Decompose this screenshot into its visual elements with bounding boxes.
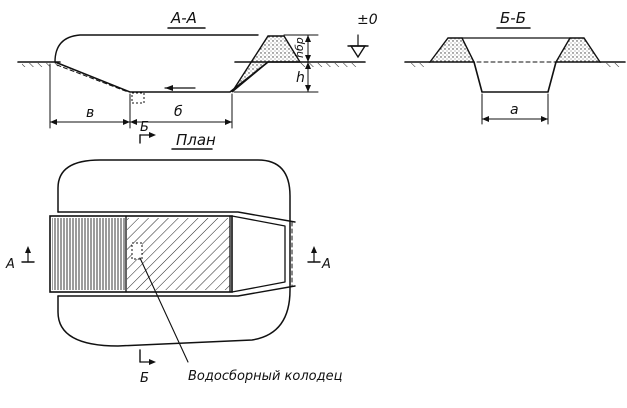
cut-a-right-arrowhead — [311, 246, 317, 253]
plan-title: План — [176, 131, 216, 149]
dim-vertical-arrows — [305, 35, 311, 92]
slope-dashed-line — [56, 64, 129, 93]
collection-well-plan — [131, 242, 143, 260]
bb-trench — [473, 61, 557, 93]
slope-zone-hatched — [52, 218, 126, 290]
cut-b-top-arrowhead — [149, 132, 156, 138]
collection-well-section — [131, 92, 145, 104]
section-aa: А-А в б hбр h — [17, 9, 378, 129]
embankment-contour — [54, 34, 259, 63]
dim-label-b: в — [86, 105, 94, 121]
ramp-outline — [231, 215, 286, 293]
callout-label: Водосборный колодец — [188, 369, 343, 384]
section-bb-title: Б-Б — [500, 9, 526, 27]
bb-dim-arrows — [482, 116, 548, 122]
callout-leader — [139, 257, 189, 363]
cut-a-right-label: А — [321, 257, 331, 272]
bb-right-embankment — [554, 37, 602, 63]
right-embankment — [231, 35, 302, 93]
trench-bottom-hatched — [127, 218, 230, 290]
section-aa-title: А-А — [170, 9, 197, 27]
cut-b-bottom-arrowhead — [149, 359, 156, 365]
dim-label-bb: б — [174, 104, 183, 120]
plan-outer-contour — [57, 159, 291, 347]
bb-left-embankment — [428, 37, 476, 63]
trench-body-outline — [49, 215, 233, 293]
cut-b-top-label: Б — [140, 120, 149, 135]
cut-a-left-arrowhead — [25, 246, 31, 253]
dim-label-h: h — [296, 70, 305, 86]
dim-label-hbp: hбр — [293, 37, 306, 58]
ground-hatch-right — [300, 63, 360, 67]
bb-ground-hatch-left — [408, 63, 428, 67]
level-mark-triangle — [349, 45, 367, 59]
level-mark-label: ±0 — [357, 12, 378, 28]
cut-a-left-label: А — [5, 257, 15, 272]
bb-ground-hatch-right — [602, 63, 622, 67]
plan-inner-upper-edge — [57, 211, 296, 223]
bb-dim-label-a: а — [510, 102, 519, 118]
cut-b-bottom-label: Б — [140, 371, 149, 386]
plan-view: План Б Б А А — [5, 120, 343, 386]
plan-inner-lower-edge — [57, 285, 296, 297]
ground-hatch-left — [22, 63, 58, 67]
section-bb: Б-Б а — [404, 9, 626, 125]
flow-arrow-head — [165, 85, 173, 91]
